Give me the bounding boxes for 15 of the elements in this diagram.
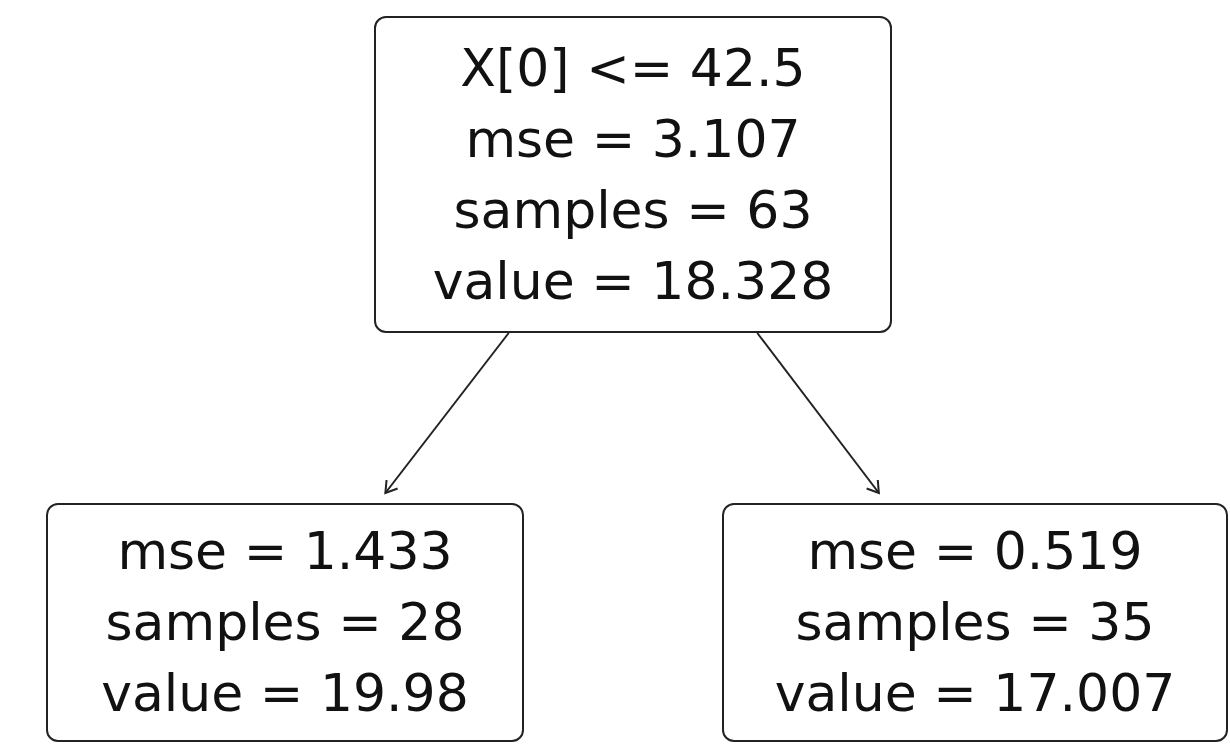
node-text: value = 19.98: [101, 662, 469, 725]
tree-node-box: [374, 16, 892, 333]
node-text: samples = 28: [105, 591, 465, 654]
tree-node-box: [722, 503, 1228, 742]
node-text: value = 17.007: [774, 662, 1176, 725]
node-text: mse = 0.519: [807, 520, 1143, 583]
node-text: samples = 63: [453, 178, 813, 242]
node-text: mse = 1.433: [117, 520, 453, 583]
node-text: value = 18.328: [432, 249, 834, 313]
node-text: samples = 35: [795, 591, 1155, 654]
tree-node-box: [46, 503, 524, 742]
node-text: mse = 3.107: [465, 107, 801, 171]
arrow: [384, 332, 510, 494]
arrow: [756, 332, 880, 494]
node-text: X[0] <= 42.5: [460, 36, 806, 100]
